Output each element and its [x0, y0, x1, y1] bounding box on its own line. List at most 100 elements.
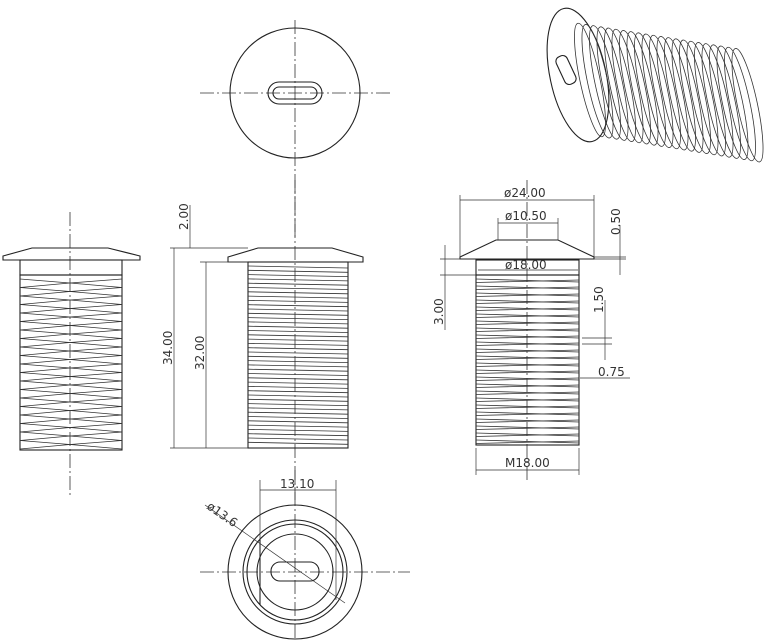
thread-line: [475, 412, 580, 416]
isometric-view: [546, 7, 764, 163]
dim-head-height: 2.00: [177, 203, 191, 230]
thread-line: [19, 291, 71, 297]
thread-line: [247, 411, 349, 415]
thread-line: [475, 398, 580, 402]
thread-line: [19, 367, 71, 373]
thread-line: [19, 376, 71, 382]
thread-line: [19, 397, 71, 403]
top-view: [200, 20, 390, 240]
thread-line: [69, 308, 123, 314]
thread-line: [247, 441, 349, 445]
thread-line: [247, 295, 349, 299]
thread-line: [475, 383, 580, 388]
thread-line: [19, 329, 71, 335]
thread-line: [475, 292, 580, 297]
thread-ring: [664, 37, 696, 152]
thread-line: [475, 384, 580, 388]
thread-line: [475, 377, 580, 381]
thread-ring: [634, 32, 666, 147]
thread-line: [475, 320, 580, 325]
thread-line: [475, 279, 580, 283]
thread-line: [19, 299, 71, 305]
thread-line: [19, 342, 71, 348]
thread-line: [69, 299, 123, 305]
thread-line: [247, 334, 349, 338]
thread-line: [69, 346, 123, 352]
thread-line: [19, 393, 71, 399]
thread-line: [69, 418, 123, 424]
thread-line: [69, 427, 123, 433]
dim-top-diameter: ø10.50: [505, 209, 547, 223]
thread-line: [69, 359, 123, 365]
thread-line: [19, 295, 71, 301]
thread-ring: [694, 42, 726, 157]
thread-line: [475, 391, 580, 395]
thread-ring: [709, 44, 741, 159]
thread-line: [247, 330, 349, 333]
thread-line: [475, 342, 580, 346]
thread-line: [475, 426, 580, 430]
thread-line: [475, 363, 580, 367]
thread-line: [247, 282, 349, 286]
thread-line: [69, 287, 123, 292]
thread-line: [247, 403, 349, 406]
thread-line: [475, 307, 580, 311]
thread-line: [475, 335, 580, 339]
thread-line: [19, 389, 71, 394]
thread-ring: [724, 46, 756, 162]
thread-line: [475, 349, 580, 353]
thread-line: [247, 321, 349, 325]
thread-line: [475, 405, 580, 409]
thread-line: [247, 398, 349, 402]
thread-line: [475, 321, 580, 325]
thread-line: [247, 394, 349, 398]
thread-line: [69, 342, 123, 348]
thread-line: [247, 364, 349, 368]
thread-line: [69, 384, 123, 390]
thread-ring: [604, 27, 636, 142]
thread-line: [475, 341, 580, 346]
thread-line: [247, 308, 349, 312]
thread-line: [247, 433, 349, 437]
thread-line: [19, 414, 71, 420]
thread-line: [69, 355, 123, 360]
side-view-left: [2, 212, 141, 498]
dim-body-length: 32.00: [193, 336, 207, 370]
thread-line: [475, 404, 580, 409]
thread-line: [475, 348, 580, 353]
thread-line: [19, 287, 71, 292]
thread-line: [247, 347, 349, 351]
thread-line: [19, 350, 71, 356]
thread-line: [69, 393, 123, 399]
thread-line: [475, 300, 580, 304]
thread-ring: [626, 31, 659, 146]
dim-head-diameter: ø24.00: [504, 186, 546, 200]
thread-line: [475, 369, 580, 374]
thread-line: [475, 418, 580, 423]
thread-line: [475, 355, 580, 360]
dim-collar-diameter: ø18.00: [505, 258, 547, 272]
thread-line: [247, 437, 349, 441]
thread-line: [247, 325, 349, 329]
thread-line: [247, 416, 349, 419]
thread-line: [19, 431, 71, 437]
thread-line: [247, 269, 349, 273]
thread-ring: [641, 33, 674, 148]
thread-line: [247, 373, 349, 376]
thread-line: [247, 278, 349, 282]
thread-line: [475, 313, 580, 318]
thread-ring: [679, 39, 711, 154]
thread-line: [247, 274, 349, 277]
thread-line: [247, 381, 349, 385]
thread-line: [247, 351, 349, 355]
thread-line: [475, 356, 580, 360]
thread-line: [475, 278, 580, 283]
thread-line: [69, 401, 123, 407]
thread-line: [247, 390, 349, 394]
dim-thread-depth: 0.75: [598, 365, 625, 379]
thread-line: [475, 285, 580, 290]
thread-line: [475, 370, 580, 374]
thread-line: [475, 432, 580, 437]
thread-line: [69, 406, 123, 411]
